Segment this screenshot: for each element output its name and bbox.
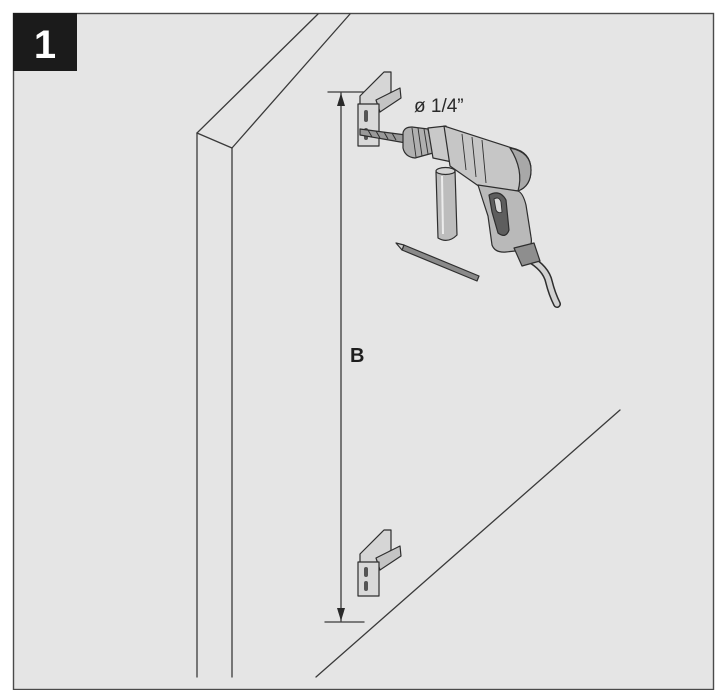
drill-trigger <box>493 197 503 214</box>
wall-edge-top-inner <box>231 13 351 149</box>
wall-edge-top-outer <box>196 13 319 134</box>
drill-auxiliary-handle <box>435 169 458 241</box>
pencil-icon <box>395 242 480 282</box>
pencil-tip <box>395 242 405 251</box>
step-badge-background <box>13 13 77 71</box>
bottom-bracket-slot-upper <box>364 567 368 577</box>
top-bracket-plate <box>357 103 380 147</box>
wall-edge-corner <box>196 132 233 149</box>
dimension-label: B <box>350 345 364 367</box>
top-bracket-slot-upper <box>364 110 368 122</box>
floor-line <box>315 409 621 678</box>
drill-bit-flutes <box>367 129 397 141</box>
drill-body-vents <box>461 133 487 184</box>
wall-edge <box>196 13 351 678</box>
drill-trigger-guard <box>488 192 510 236</box>
drill-chuck-ridges <box>411 127 429 158</box>
dimension-arrow-top <box>337 93 345 106</box>
drill-auxiliary-handle-highlight <box>441 175 444 235</box>
bottom-bracket <box>357 529 402 597</box>
dimension-arrow-bottom <box>337 608 345 621</box>
step-badge: 1 <box>13 13 77 71</box>
power-drill-icon <box>359 125 561 308</box>
bottom-bracket-slot-lower <box>364 581 368 591</box>
bottom-bracket-plate <box>357 561 380 597</box>
drill-bit-size-label: ø 1/4” <box>414 96 464 117</box>
step-number: 1 <box>34 23 56 67</box>
drill-body-rear-cap <box>509 147 532 192</box>
drill-auxiliary-handle-top <box>435 166 456 176</box>
dimension-line: B <box>324 91 379 623</box>
drill-cord-guard <box>513 242 541 267</box>
drill-cord <box>525 255 560 307</box>
